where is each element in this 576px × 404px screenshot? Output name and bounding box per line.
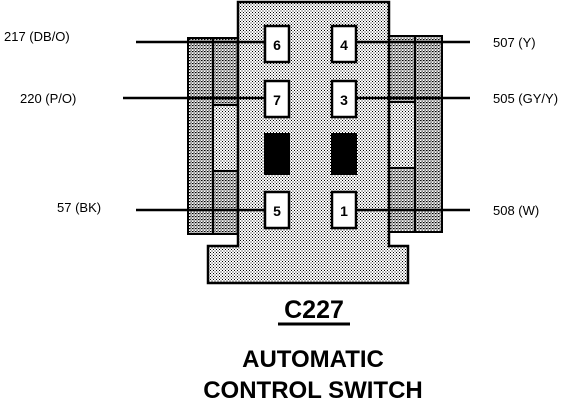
wire-labels: 217 (DB/O) 507 (Y) 220 (P/O) 505 (GY/Y) … <box>4 29 558 218</box>
wire-label-pin-7: 220 (P/O) <box>20 91 76 106</box>
pin-3-number: 3 <box>340 92 348 108</box>
pin-7-number: 7 <box>273 92 281 108</box>
pin-6-number: 6 <box>273 37 281 53</box>
pin-4-cavity <box>330 24 358 64</box>
blocked-cavity-right <box>331 133 357 175</box>
pin-5-cavity <box>263 190 291 230</box>
pin-6-cavity <box>263 24 291 64</box>
left-latch-window <box>212 104 239 172</box>
pin-1-cavity <box>330 190 358 230</box>
pin-cavities: 6 4 7 3 5 1 <box>263 24 358 230</box>
wire-label-pin-3: 505 (GY/Y) <box>493 91 558 106</box>
caption-line-2: CONTROL SWITCH <box>203 377 423 404</box>
pin-5-number: 5 <box>273 203 281 219</box>
pin-3-cavity <box>330 79 358 119</box>
pin-4-number: 4 <box>340 37 348 53</box>
pin-7-cavity <box>263 79 291 119</box>
pin-1-number: 1 <box>340 203 348 219</box>
wire-label-pin-4: 507 (Y) <box>493 35 536 50</box>
caption-line-1: AUTOMATIC <box>242 346 384 373</box>
blocked-cavity-left <box>264 133 290 175</box>
wire-label-pin-1: 508 (W) <box>493 203 539 218</box>
connector-housing <box>206 0 410 285</box>
connector-id: C227 <box>284 296 344 324</box>
right-latch-window <box>388 101 416 169</box>
wire-label-pin-6: 217 (DB/O) <box>4 29 70 44</box>
wire-label-pin-5: 57 (BK) <box>57 200 101 215</box>
connector-body <box>187 0 443 285</box>
